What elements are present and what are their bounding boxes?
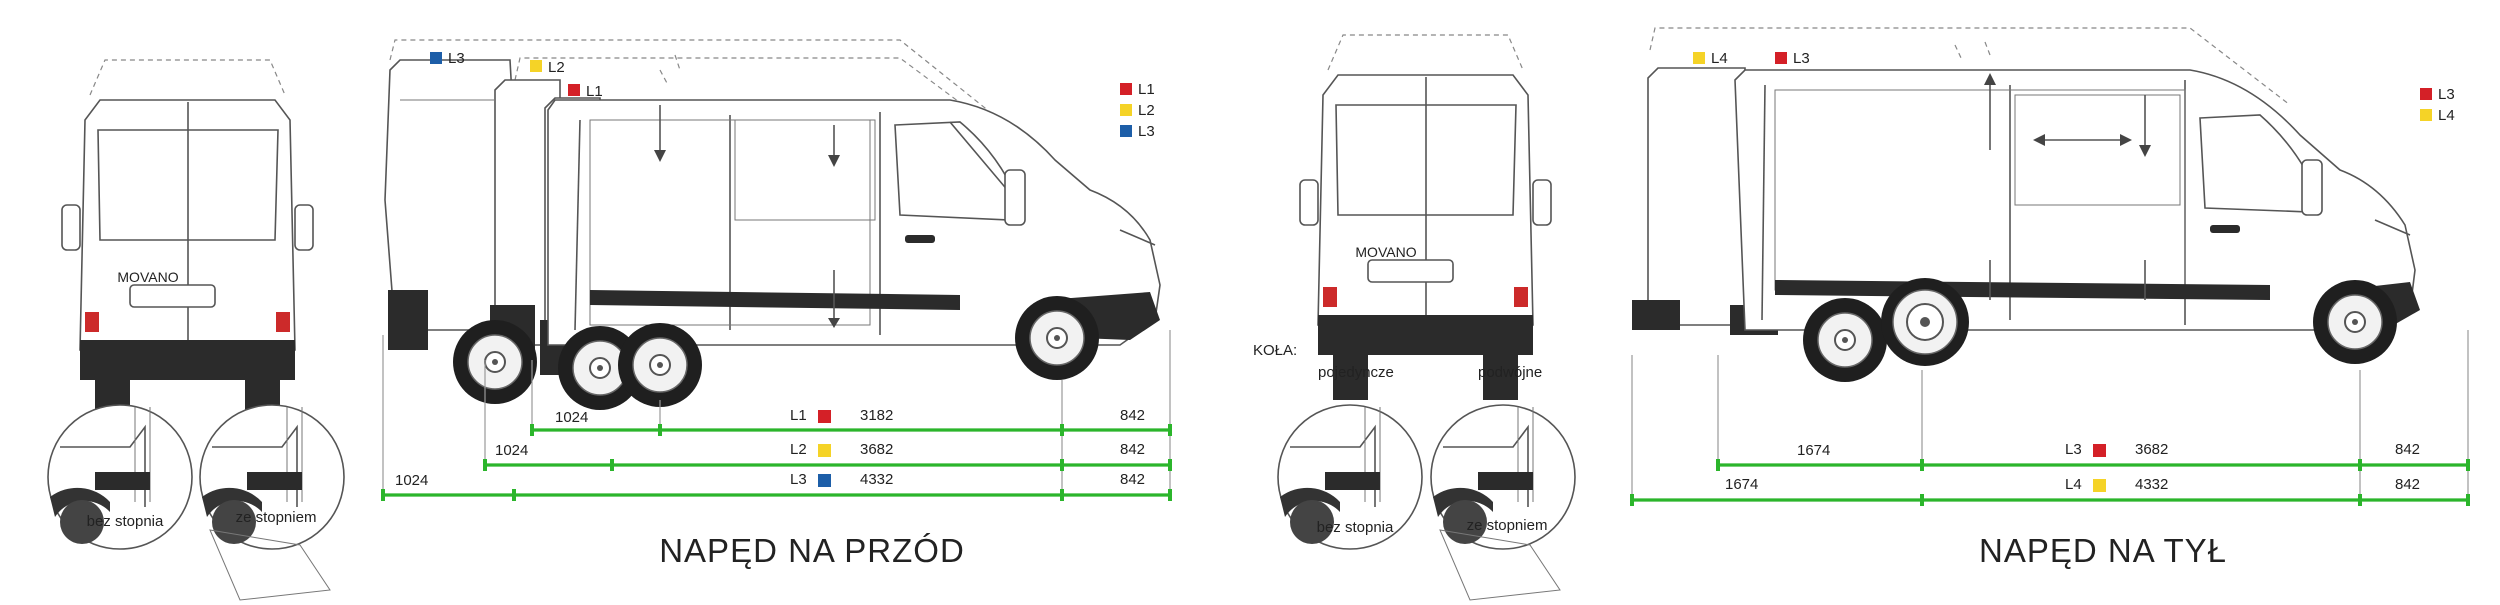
rwd-l3-swatch <box>2093 444 2106 457</box>
fwd-tag-swatch-l1 <box>568 84 580 96</box>
rwd-tag-swatch-l3 <box>1775 52 1787 64</box>
fwd-legend-l1: L1 <box>1138 81 1155 98</box>
fwd-l3-label: L3 <box>790 471 807 488</box>
rwd-wheels-dual: podwójne <box>1478 364 1542 381</box>
rwd-title: NAPĘD NA TYŁ <box>1979 532 2227 569</box>
fwd-legend-swatch-l3 <box>1120 125 1132 137</box>
fwd-l2-front: 842 <box>1120 441 1145 458</box>
fwd-l3-front: 842 <box>1120 471 1145 488</box>
fwd-legend-l2: L2 <box>1138 102 1155 119</box>
fwd-step-circles: bez stopnia ze stopniem <box>47 404 345 601</box>
rwd-l4-overhang: 1674 <box>1725 476 1758 493</box>
rwd-l3-front: 842 <box>2395 441 2420 458</box>
fwd-legend-swatch-l2 <box>1120 104 1132 116</box>
rwd-legend-l4: L4 <box>2438 107 2455 124</box>
rwd-wheels-single: pojedyncze <box>1318 364 1394 381</box>
rwd-legend-swatch-l4 <box>2420 109 2432 121</box>
fwd-title: NAPĘD NA PRZÓD <box>659 532 965 569</box>
fwd-l1-label: L1 <box>790 407 807 424</box>
fwd-rear-plate: MOVANO <box>117 269 178 285</box>
rwd-l3-label: L3 <box>2065 441 2082 458</box>
rwd-step-circles: bez stopnia ze stopniem <box>1277 404 1576 601</box>
rwd-legend-swatch-l3 <box>2420 88 2432 100</box>
fwd-l2-wheelbase: 3682 <box>860 441 893 458</box>
rwd-dimensions: 1674 L3 3682 842 1674 L4 4332 842 <box>1630 330 2470 506</box>
fwd-l2-swatch <box>818 444 831 457</box>
fwd-l1-front: 842 <box>1120 407 1145 424</box>
rwd-wheels-legend: KOŁA: pojedyncze podwójne <box>1253 342 1542 381</box>
fwd-legend-l3: L3 <box>1138 123 1155 140</box>
rwd-side-view <box>1632 27 2420 383</box>
fwd-l3-swatch <box>818 474 831 487</box>
rwd-rear-view: MOVANO <box>1299 34 1552 401</box>
rwd-l4-swatch <box>2093 479 2106 492</box>
rwd-l3-wheelbase: 3682 <box>2135 441 2168 458</box>
fwd-legend-swatch-l1 <box>1120 83 1132 95</box>
rwd-tag-swatch-l4 <box>1693 52 1705 64</box>
rwd-l3-overhang: 1674 <box>1797 442 1830 459</box>
rwd-tag-l3: L3 <box>1793 50 1810 67</box>
rwd-length-tags: L4 L3 <box>1693 50 1810 67</box>
rwd-l4-wheelbase: 4332 <box>2135 476 2168 493</box>
fwd-side-view <box>384 39 1161 411</box>
fwd-l1-wheelbase: 3182 <box>860 407 893 424</box>
rwd-l4-label: L4 <box>2065 476 2082 493</box>
rwd-legend-l3: L3 <box>2438 86 2455 103</box>
fwd-l2-overhang: 1024 <box>495 442 528 459</box>
fwd-rear-view: MOVANO <box>61 59 314 426</box>
fwd-l1-swatch <box>818 410 831 423</box>
fwd-tag-swatch-l3 <box>430 52 442 64</box>
rwd-legend: L3 L4 <box>2420 86 2455 124</box>
fwd-dimensions: 1024 L1 3182 842 1024 L2 3682 842 1024 L… <box>381 330 1172 501</box>
fwd-l2-label: L2 <box>790 441 807 458</box>
rwd-step-with-label: ze stopniem <box>1467 517 1548 534</box>
rwd-rear-plate: MOVANO <box>1355 244 1416 260</box>
rwd-wheels-label: KOŁA: <box>1253 342 1297 359</box>
fwd-tag-l1: L1 <box>586 83 603 100</box>
fwd-l3-overhang: 1024 <box>395 472 428 489</box>
rwd-step-without-label: bez stopnia <box>1317 519 1394 536</box>
fwd-step-with-label: ze stopniem <box>236 509 317 526</box>
fwd-length-tags: L3 L2 L1 <box>430 50 603 100</box>
fwd-l1-overhang: 1024 <box>555 409 588 426</box>
fwd-l3-wheelbase: 4332 <box>860 471 893 488</box>
fwd-tag-l2: L2 <box>548 59 565 76</box>
fwd-step-without-label: bez stopnia <box>87 513 164 530</box>
fwd-legend: L1 L2 L3 <box>1120 81 1155 140</box>
rwd-tag-l4: L4 <box>1711 50 1728 67</box>
fwd-tag-l3: L3 <box>448 50 465 67</box>
rwd-l4-front: 842 <box>2395 476 2420 493</box>
fwd-tag-swatch-l2 <box>530 60 542 72</box>
